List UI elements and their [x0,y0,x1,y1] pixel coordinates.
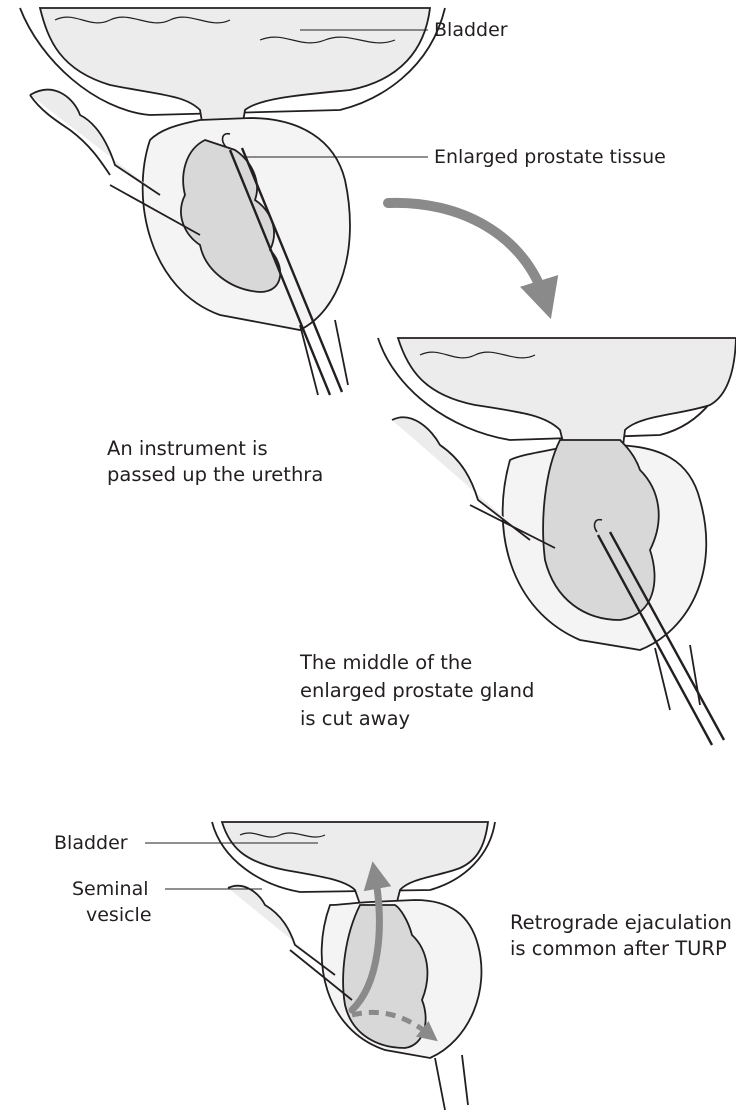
seminal-vesicle-label-line1: Seminal [72,876,149,902]
step3-caption-line2: is common after TURP [510,936,727,962]
step2-caption-line2: enlarged prostate gland [300,678,534,704]
panel-3-retrograde-ejaculation [145,822,495,1110]
step1-caption-line1: An instrument is [107,436,268,462]
step1-caption-line2: passed up the urethra [107,462,323,488]
sequence-arrow [388,203,545,300]
enlarged-prostate-label: Enlarged prostate tissue [434,144,666,170]
seminal-vesicle-label-line2: vesicle [86,902,152,928]
seminal-vesicle [228,886,335,975]
bladder-label-top: Bladder [434,17,508,43]
step2-caption-line1: The middle of the [300,650,472,676]
bladder-label-bottom: Bladder [54,830,128,856]
step3-caption-line1: Retrograde ejaculation [510,910,732,936]
seminal-vesicle [30,90,160,195]
step2-caption-line3: is cut away [300,706,410,732]
panel-1-before-surgery [20,8,445,395]
